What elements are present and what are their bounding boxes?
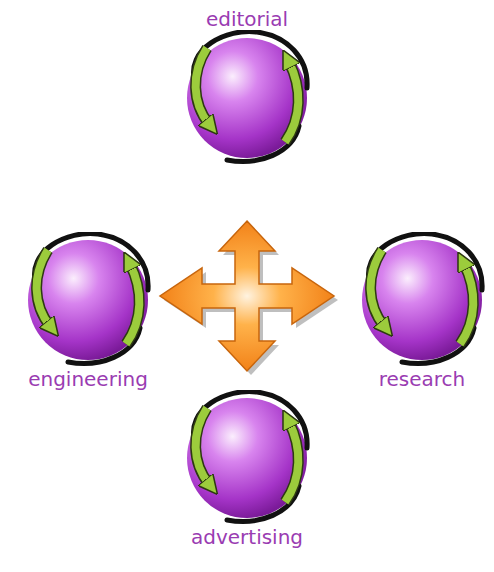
- cycle-arrow-outline: [196, 408, 209, 484]
- cycle-arrow-outline: [196, 48, 209, 124]
- sphere-node: engineering: [20, 232, 156, 390]
- cycle-arrow-outline: [126, 264, 139, 344]
- sphere: [187, 398, 307, 518]
- cycle-arrow: [37, 250, 50, 326]
- sphere-illustration: [179, 30, 315, 166]
- sphere-node: advertising: [179, 390, 315, 548]
- cycle-arrow: [196, 408, 209, 484]
- cycle-arrow-outline: [371, 250, 384, 326]
- sphere-illustration: [20, 232, 156, 368]
- sphere: [362, 240, 482, 360]
- cycle-arrow: [196, 48, 209, 124]
- cycle-arrow-outline: [285, 62, 298, 142]
- node-label: research: [379, 368, 466, 390]
- node-label: advertising: [191, 526, 303, 548]
- cycle-arrow: [371, 250, 384, 326]
- cycle-arrow: [285, 62, 298, 142]
- node-label: engineering: [28, 368, 148, 390]
- sphere-node: research: [354, 232, 490, 390]
- cycle-arrow-outline: [460, 264, 473, 344]
- cycle-arrow: [460, 264, 473, 344]
- sphere: [28, 240, 148, 360]
- sphere: [187, 38, 307, 158]
- cycle-arrow: [126, 264, 139, 344]
- cycle-arrow-outline: [37, 250, 50, 326]
- cycle-arrow: [285, 422, 298, 502]
- cycle-arrow-outline: [285, 422, 298, 502]
- sphere-node: editorial: [179, 8, 315, 166]
- node-label: editorial: [206, 8, 288, 30]
- cross-arrow: [160, 221, 334, 371]
- cross-arrow-shape: [160, 221, 334, 371]
- sphere-illustration: [354, 232, 490, 368]
- sphere-illustration: [179, 390, 315, 526]
